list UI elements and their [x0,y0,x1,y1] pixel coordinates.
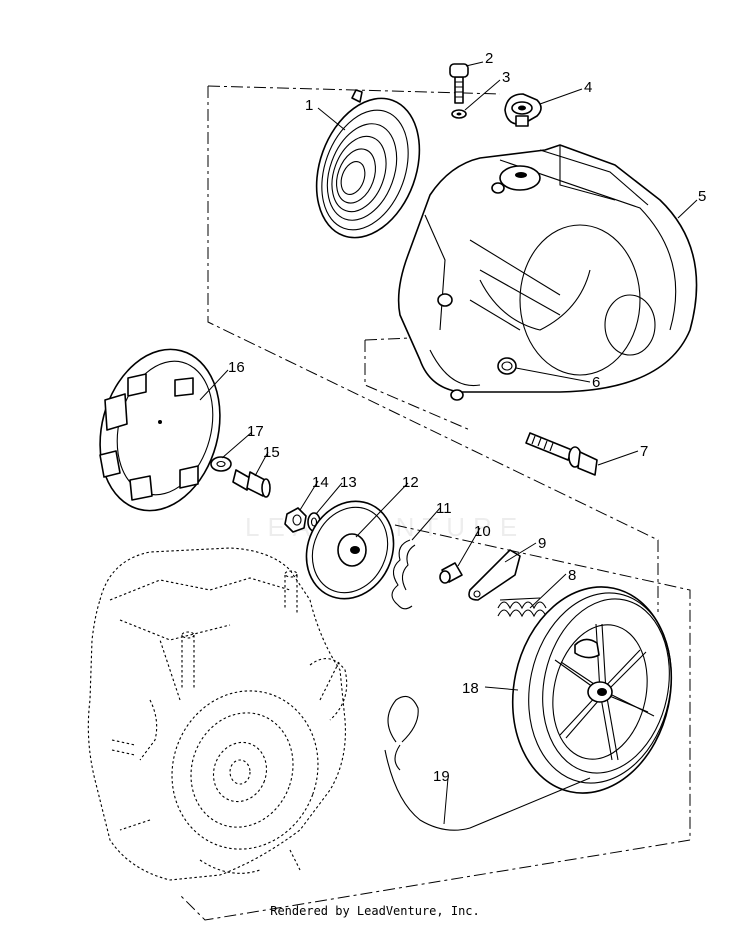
part-4-bushing-plate [504,93,542,127]
callout-3: 3 [502,69,510,86]
callout-11: 11 [436,500,452,517]
credit-footer: Rendered by LeadVenture, Inc. [270,904,480,918]
part-14-nut [284,507,307,533]
part-5-starter-housing [397,144,698,401]
part-6-grommet [497,357,517,375]
callout-13: 13 [340,474,357,491]
callout-17: 17 [247,423,264,440]
callout-18: 18 [462,680,479,697]
part-7-long-bolt [525,432,598,476]
callout-10: 10 [474,523,491,540]
part-12-friction-plate [305,500,395,600]
callout-16: 16 [228,359,245,376]
callout-9: 9 [538,535,546,552]
part-2-bolt [449,63,469,104]
callout-19: 19 [433,768,450,785]
part-17-washer [210,456,232,472]
callout-14: 14 [312,474,329,491]
callout-2: 2 [485,50,493,67]
callout-5: 5 [698,188,706,205]
leader-lines [199,61,698,825]
part-8-ratchet-spring [497,597,547,618]
assembly-outline [179,85,691,921]
callout-15: 15 [263,444,280,461]
part-18-reel [511,586,673,794]
crankcase-phantom [87,547,348,881]
callout-7: 7 [640,443,648,460]
part-3-washer [451,109,467,119]
part-9-ratchet [468,549,521,601]
callout-12: 12 [402,474,419,491]
part-15-flange-bolt [232,469,271,498]
callout-1: 1 [305,97,313,114]
callout-8: 8 [568,567,576,584]
part-10-collar [439,562,463,584]
part-16-drive-cup [99,348,221,512]
part-1-rewind-spring [315,89,421,239]
callout-4: 4 [584,79,592,96]
part-11-friction-spring [391,539,416,610]
part-19-recoil-rope [384,695,591,831]
callout-labels: 1 2 3 4 5 6 7 8 9 10 11 12 13 14 15 16 1… [228,50,706,785]
callout-6: 6 [592,374,600,391]
